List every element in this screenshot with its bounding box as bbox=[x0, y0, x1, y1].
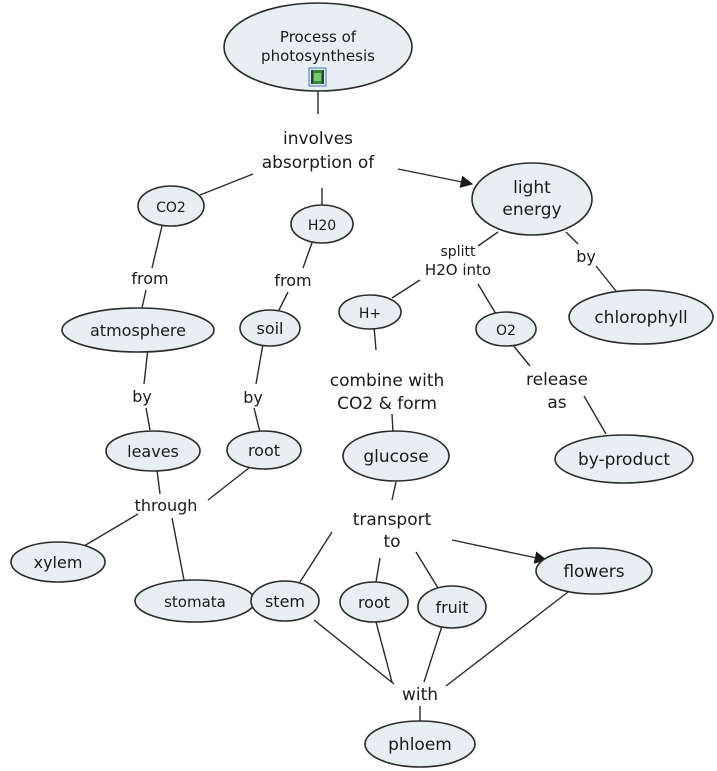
concept-label: root bbox=[358, 593, 390, 612]
concept-xylem[interactable]: xylem bbox=[10, 541, 106, 583]
link-transport-line-2: to bbox=[383, 532, 400, 552]
concept-root-top[interactable]: root bbox=[226, 430, 302, 470]
connector bbox=[199, 173, 254, 196]
connector bbox=[511, 343, 531, 367]
connector bbox=[391, 481, 397, 501]
concept-root-bottom[interactable]: root bbox=[339, 581, 409, 623]
concept-label-line-1: light bbox=[513, 178, 551, 198]
concept-flowers[interactable]: flowers bbox=[535, 547, 653, 595]
connector-arrow bbox=[397, 168, 474, 188]
connector bbox=[477, 231, 499, 247]
connectors bbox=[83, 80, 621, 722]
concept-label: stomata bbox=[164, 593, 226, 611]
link-release-line-1: release bbox=[526, 370, 588, 390]
video-file-icon[interactable] bbox=[308, 67, 327, 87]
concept-phloem[interactable]: phloem bbox=[364, 720, 476, 768]
concept-label: soil bbox=[256, 319, 283, 338]
concept-stem[interactable]: stem bbox=[250, 580, 320, 622]
concept-label: fruit bbox=[435, 598, 468, 617]
concept-label-line-2: photosynthesis bbox=[261, 47, 375, 65]
connector bbox=[565, 231, 579, 245]
link-splitt-line-2: H2O into bbox=[425, 261, 491, 279]
connector bbox=[207, 463, 255, 501]
link-with: with bbox=[402, 685, 438, 705]
linking-phrases: involves absorption of from from splitt … bbox=[131, 129, 595, 705]
concept-stomata[interactable]: stomata bbox=[134, 579, 256, 623]
concept-co2[interactable]: CO2 bbox=[137, 185, 205, 227]
connector bbox=[277, 291, 289, 313]
connector bbox=[83, 513, 139, 547]
connector bbox=[145, 407, 151, 431]
link-splitt-line-1: splitt bbox=[441, 244, 476, 260]
concept-h-plus[interactable]: H+ bbox=[338, 294, 402, 330]
concept-label: xylem bbox=[34, 553, 83, 572]
connector bbox=[255, 343, 264, 385]
concept-chlorophyll[interactable]: chlorophyll bbox=[568, 289, 714, 345]
link-by-root: by bbox=[243, 388, 263, 407]
link-from-co2: from bbox=[131, 269, 168, 288]
connector bbox=[373, 325, 377, 351]
concept-label: by-product bbox=[578, 450, 670, 470]
connector bbox=[391, 413, 394, 433]
concept-label: stem bbox=[265, 592, 305, 611]
concept-label-line-1: Process of bbox=[280, 28, 357, 46]
link-by-chlorophyll: by bbox=[576, 247, 596, 266]
concept-label: leaves bbox=[127, 442, 179, 461]
link-transport-line-1: transport bbox=[353, 510, 432, 530]
link-combine-line-2: CO2 & form bbox=[337, 394, 437, 414]
concept-h20[interactable]: H20 bbox=[290, 204, 354, 244]
connector bbox=[313, 619, 395, 685]
link-combine-line-1: combine with bbox=[330, 371, 445, 391]
concept-label: H20 bbox=[308, 218, 336, 234]
concept-label-line-2: energy bbox=[502, 200, 561, 220]
connector bbox=[423, 625, 443, 683]
connector bbox=[477, 283, 497, 315]
concept-label: glucose bbox=[363, 447, 428, 467]
connector bbox=[583, 395, 607, 435]
connector-arrow bbox=[451, 539, 548, 564]
concept-label: atmosphere bbox=[90, 321, 186, 340]
link-release-line-2: as bbox=[547, 393, 566, 413]
link-by-leaves: by bbox=[132, 387, 152, 406]
connector bbox=[253, 407, 261, 433]
connector bbox=[143, 347, 149, 385]
concept-label: CO2 bbox=[156, 200, 186, 216]
connector bbox=[375, 621, 393, 683]
concept-by-product[interactable]: by-product bbox=[554, 434, 694, 484]
concept-light-energy[interactable]: light energy bbox=[471, 162, 593, 236]
connector bbox=[156, 469, 161, 495]
connector bbox=[151, 225, 163, 269]
link-involves-line-2: absorption of bbox=[262, 153, 376, 173]
connector bbox=[141, 289, 147, 309]
connector bbox=[299, 531, 333, 583]
concept-o2[interactable]: O2 bbox=[475, 311, 537, 347]
concept-label: flowers bbox=[563, 562, 624, 582]
concept-glucose[interactable]: glucose bbox=[342, 430, 450, 482]
link-through: through bbox=[135, 496, 198, 515]
connector bbox=[391, 279, 421, 299]
concept-atmosphere[interactable]: atmosphere bbox=[61, 307, 215, 353]
connector bbox=[375, 557, 381, 583]
connector bbox=[171, 517, 185, 581]
link-involves-line-1: involves bbox=[283, 129, 353, 149]
concept-label: H+ bbox=[359, 306, 381, 322]
concept-label: phloem bbox=[388, 735, 452, 755]
concept-fruit[interactable]: fruit bbox=[417, 585, 487, 629]
connector bbox=[302, 239, 314, 269]
concept-leaves[interactable]: leaves bbox=[105, 430, 201, 472]
connector bbox=[445, 591, 569, 687]
link-from-h20: from bbox=[274, 271, 311, 290]
concept-label: root bbox=[248, 441, 280, 460]
concept-soil[interactable]: soil bbox=[239, 309, 301, 347]
concept-label: O2 bbox=[496, 323, 516, 339]
connector bbox=[415, 551, 439, 589]
concept-label: chlorophyll bbox=[594, 308, 687, 328]
concept-process-of-photosynthesis[interactable]: Process of photosynthesis bbox=[223, 2, 413, 92]
